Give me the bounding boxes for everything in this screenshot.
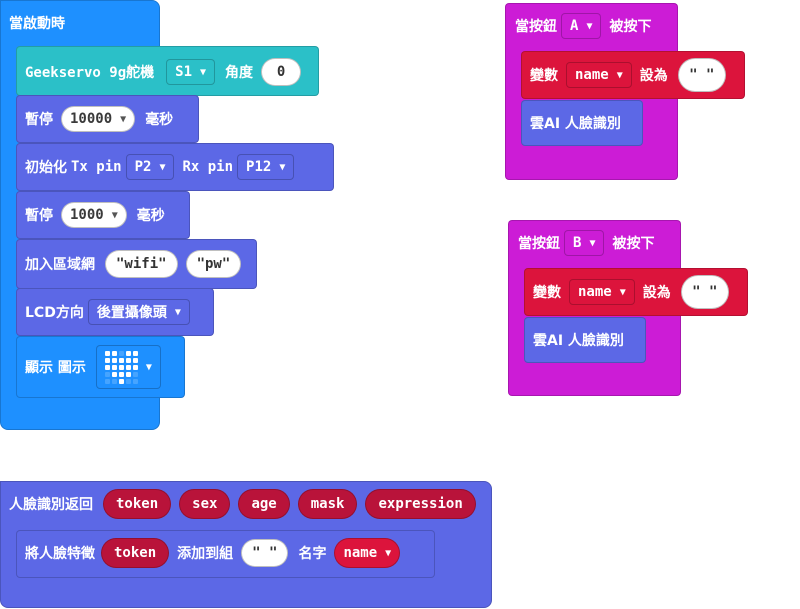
chevron-down-icon: ▼ <box>145 361 152 373</box>
servo-port-dropdown[interactable]: S1 ▼ <box>166 59 216 85</box>
pressed-label: 被按下 <box>609 19 652 35</box>
chevron-down-icon: ▼ <box>159 161 166 173</box>
pressed-label: 被按下 <box>612 236 655 252</box>
param-expression[interactable]: expression <box>365 489 476 519</box>
tx-pin-value: P2 <box>134 159 152 175</box>
geekservo-label: Geekservo 9g舵機 <box>25 65 155 81</box>
chevron-down-icon: ▼ <box>174 306 181 318</box>
rx-pin-label: Rx pin <box>182 159 234 175</box>
param-token[interactable]: token <box>103 489 172 519</box>
button-select-dropdown[interactable]: B▼ <box>564 230 605 256</box>
pause-duration-value: 1000 <box>70 207 104 223</box>
cloud-ai-face-label: 雲AI 人臉識別 <box>530 116 621 132</box>
button-select-dropdown[interactable]: A▼ <box>561 13 602 39</box>
wifi-password-input[interactable]: "pw" <box>185 250 242 278</box>
pause-unit-label: 毫秒 <box>136 208 165 224</box>
on-button-label: 當按鈕 <box>515 19 557 35</box>
pause-duration-dropdown[interactable]: 1000 ▼ <box>61 202 127 228</box>
variable-value-input[interactable]: " " <box>680 275 729 309</box>
variable-value: name <box>575 67 609 83</box>
param-mask[interactable]: mask <box>297 489 358 519</box>
icon-picker-dropdown[interactable]: ▼ <box>95 345 161 389</box>
add-to-group-label: 添加到組 <box>177 546 234 562</box>
pause-label: 暫停 <box>25 208 53 224</box>
chevron-down-icon: ▼ <box>586 20 593 32</box>
chevron-down-icon: ▼ <box>279 161 286 173</box>
name-label: 名字 <box>298 546 327 562</box>
angle-label: 角度 <box>225 65 254 81</box>
lcd-direction-dropdown[interactable]: 後置攝像頭 ▼ <box>87 299 190 325</box>
cloud-ai-face-label: 雲AI 人臉識別 <box>533 333 624 349</box>
chevron-down-icon: ▼ <box>200 66 207 78</box>
add-face-label: 將人臉特徵 <box>25 546 95 562</box>
init-label: 初始化 <box>25 160 67 176</box>
on-start-label: 當啟動時 <box>9 16 65 32</box>
on-button-label: 當按鈕 <box>518 236 560 252</box>
chevron-down-icon: ▼ <box>120 113 127 125</box>
cloud-ai-face-block[interactable] <box>521 100 643 146</box>
face-return-label: 人臉識別返回 <box>9 497 93 513</box>
rx-pin-value: P12 <box>246 159 272 175</box>
pause-label: 暫停 <box>25 112 53 128</box>
name-variable-dropdown[interactable]: name ▼ <box>334 538 401 568</box>
group-input[interactable]: " " <box>241 539 289 567</box>
pause-duration-value: 10000 <box>70 111 113 127</box>
name-variable-value: name <box>343 545 378 561</box>
set-variable-label: 變數 <box>533 285 561 301</box>
param-age[interactable]: age <box>238 489 290 519</box>
variable-dropdown[interactable]: name ▼ <box>566 62 632 88</box>
chevron-down-icon: ▼ <box>616 69 623 81</box>
show-icon-label: 顯示 圖示 <box>25 360 86 376</box>
param-sex[interactable]: sex <box>179 489 231 519</box>
chevron-down-icon: ▼ <box>385 547 392 559</box>
pause-unit-label: 毫秒 <box>145 112 174 128</box>
variable-dropdown[interactable]: name ▼ <box>569 279 635 305</box>
pause-duration-dropdown[interactable]: 10000 ▼ <box>61 106 136 132</box>
set-to-label: 設為 <box>639 68 668 84</box>
lcd-direction-label: LCD方向 <box>25 305 84 321</box>
tx-pin-label: Tx pin <box>71 159 122 175</box>
set-variable-label: 變數 <box>530 68 558 84</box>
variable-value-input[interactable]: " " <box>677 58 726 92</box>
join-wifi-label: 加入區域網 <box>25 257 95 273</box>
variable-value: name <box>578 284 612 300</box>
rx-pin-dropdown[interactable]: P12 ▼ <box>237 154 295 180</box>
button-select-value: A <box>570 18 579 34</box>
chevron-down-icon: ▼ <box>111 209 118 221</box>
lcd-direction-value: 後置攝像頭 <box>96 305 167 321</box>
token-reporter[interactable]: token <box>101 538 170 568</box>
heart-icon <box>104 350 138 384</box>
cloud-ai-face-block[interactable] <box>524 317 646 363</box>
wifi-ssid-input[interactable]: "wifi" <box>105 250 178 278</box>
angle-input[interactable]: 0 <box>261 58 302 86</box>
chevron-down-icon: ▼ <box>589 237 596 249</box>
chevron-down-icon: ▼ <box>619 286 626 298</box>
set-to-label: 設為 <box>642 285 671 301</box>
tx-pin-dropdown[interactable]: P2 ▼ <box>125 154 175 180</box>
button-select-value: B <box>573 235 582 251</box>
servo-port-value: S1 <box>175 64 193 80</box>
